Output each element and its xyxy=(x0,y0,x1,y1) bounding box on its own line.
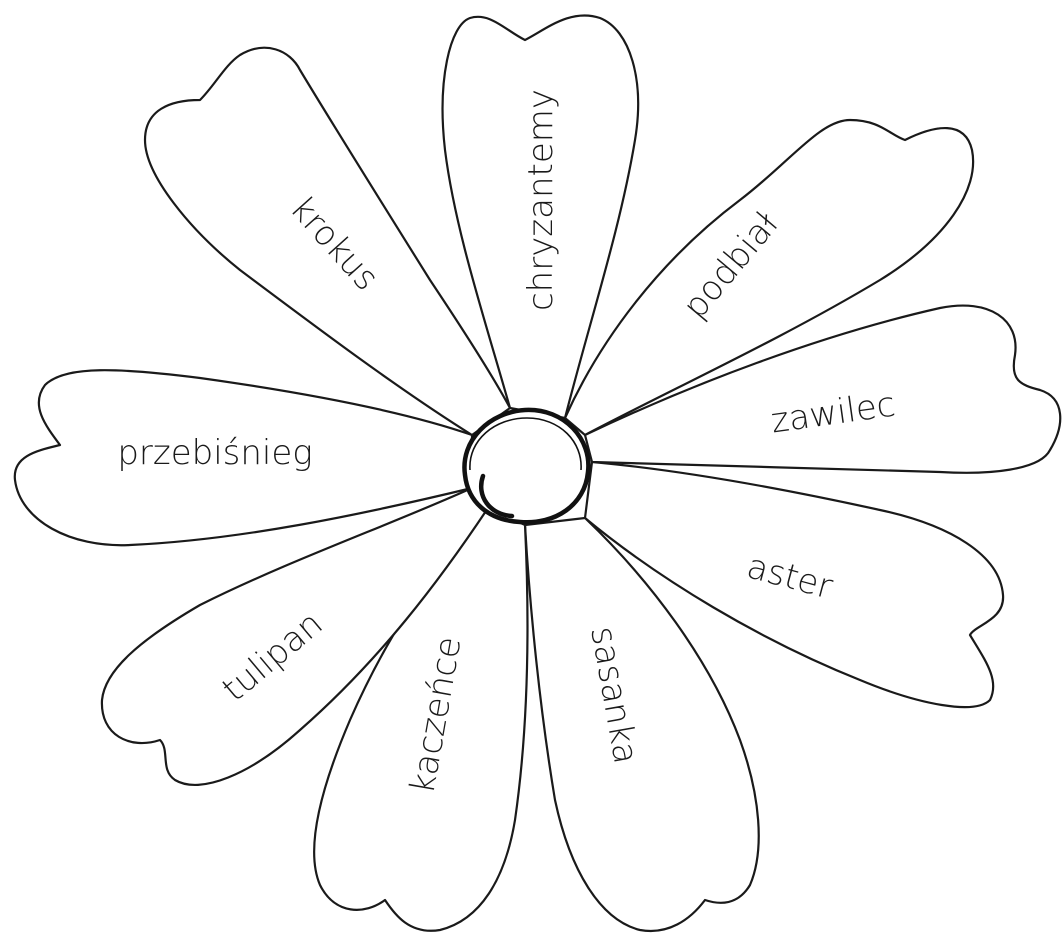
petal-label-chryzantemy: chryzantemy xyxy=(521,89,561,311)
flower-center xyxy=(464,410,588,522)
flower-center-disc xyxy=(464,410,588,522)
petal-label-przebisnieg: przebiśnieg xyxy=(117,433,312,473)
